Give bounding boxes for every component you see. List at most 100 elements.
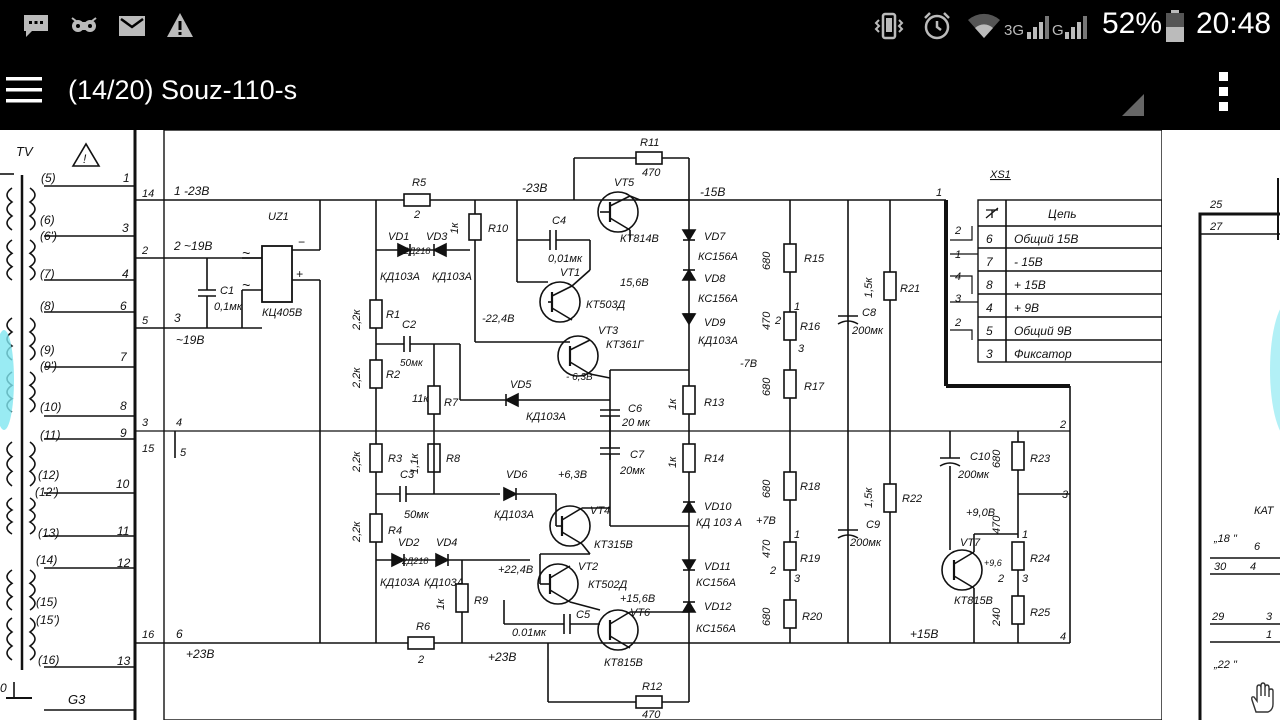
svg-text:КЦ405В: КЦ405В [262,307,302,319]
svg-text:XS1: XS1 [989,169,1011,181]
svg-text:VT2: VT2 [578,561,598,573]
message-icon [24,15,48,37]
svg-text:~19В: ~19В [176,333,204,347]
svg-text:1к: 1к [435,598,447,610]
svg-text:КТ502Д: КТ502Д [588,579,628,591]
svg-text:1,1к: 1,1к [409,453,421,474]
svg-text:2: 2 [413,209,420,221]
svg-text:~: ~ [242,245,250,261]
svg-text:470: 470 [761,311,773,330]
battery-percent: 52% [1102,7,1163,40]
svg-text:R25: R25 [1030,607,1051,619]
svg-text:0: 0 [0,681,7,695]
svg-text:VD4: VD4 [436,537,457,549]
svg-text:~: ~ [242,277,250,293]
svg-text:3: 3 [1266,611,1273,623]
svg-text:КД103А: КД103А [432,271,472,283]
svg-text:C9: C9 [866,519,880,531]
svg-text:-22,4В: -22,4В [482,313,514,325]
svg-text:R23: R23 [1030,453,1051,465]
svg-text:9: 9 [120,426,127,440]
svg-text:1к: 1к [449,222,461,234]
svg-text:VT1: VT1 [560,267,580,279]
winding-coil [28,317,36,361]
svg-text:50мк: 50мк [400,358,424,369]
schematic-viewer[interactable]: TV ! (5) (6) (6') (7) (8) (9) (9') (10) … [0,130,1280,720]
svg-text:5: 5 [986,324,993,338]
svg-text:1: 1 [1266,629,1272,641]
svg-text:470: 470 [642,167,661,179]
hand-cursor-icon [1251,682,1274,713]
svg-text:(6): (6) [40,213,55,227]
primary-coil [6,187,14,231]
svg-text:2,2к: 2,2к [351,451,363,473]
svg-text:C7: C7 [630,449,645,461]
svg-text:2: 2 [1059,419,1066,431]
svg-text:1к: 1к [667,398,679,410]
svg-text:10: 10 [116,477,130,491]
svg-text:R20: R20 [802,611,823,623]
svg-text:R2: R2 [386,369,400,381]
more-vert-icon[interactable] [1212,70,1236,114]
svg-text:КС156А: КС156А [698,293,738,305]
power-supply-schematic: 14 2 5 3 15 16 4 5 1 -23В 2 ~19В 3 ~19В … [135,130,1163,720]
svg-text:R10: R10 [488,223,509,235]
svg-text:470: 470 [642,709,661,720]
svg-text:VD2: VD2 [398,537,419,549]
transformer-panel: TV ! (5) (6) (6') (7) (8) (9) (9') (10) … [0,130,137,720]
connector-xs1: XS1 Цепь 6 Общий 15В 7 - 15В 8 + 15В 4 +… [950,169,1163,363]
svg-text:+15,6В: +15,6В [620,593,655,605]
svg-text:R13: R13 [704,397,725,409]
svg-text:8: 8 [120,399,127,413]
winding-coil [28,371,36,413]
svg-text:R18: R18 [800,481,821,493]
svg-text:Цепь: Цепь [1048,207,1077,221]
winding-coil [28,497,36,535]
svg-text:(15): (15) [36,595,57,609]
svg-text:4: 4 [122,267,129,281]
svg-text:VD9: VD9 [704,317,725,329]
svg-text:+: + [296,267,303,281]
status-bar: 3G G 52% 20:48 [0,0,1280,52]
svg-text:КТ814В: КТ814В [620,233,659,245]
svg-text:2,2к: 2,2к [351,309,363,331]
svg-text:3: 3 [142,417,149,429]
svg-text:+7В: +7В [756,515,776,527]
svg-text:R17: R17 [804,381,825,393]
svg-text:2Д218: 2Д218 [401,556,428,566]
svg-text:VT6: VT6 [630,607,651,619]
svg-text:5: 5 [142,315,149,327]
alarm-icon [924,12,950,40]
svg-text:2: 2 [141,245,148,257]
svg-text:C1: C1 [220,285,234,297]
svg-text:2: 2 [769,565,776,577]
svg-text:КС156А: КС156А [696,577,736,589]
svg-text:1к: 1к [667,456,679,468]
svg-text:1: 1 [123,171,130,185]
svg-text:(6'): (6') [40,229,57,243]
primary-coil [6,497,14,535]
schematic-drawing: TV ! (5) (6) (6') (7) (8) (9) (9') (10) … [0,130,1280,720]
svg-text:Фиксатор: Фиксатор [1014,347,1072,361]
svg-text:15,6В: 15,6В [620,277,649,289]
svg-text:2: 2 [774,315,781,327]
svg-text:1: 1 [794,301,800,313]
svg-text:КТ361Г: КТ361Г [606,339,645,351]
winding-coil [28,569,36,611]
winding-coil [28,441,36,487]
svg-text:3: 3 [1022,573,1029,585]
svg-text:3: 3 [794,573,801,585]
svg-text:20 мк: 20 мк [621,417,651,429]
svg-text:КД103А: КД103А [526,411,566,423]
svg-text:R8: R8 [446,453,461,465]
svg-text:„18 ": „18 " [1213,533,1238,545]
svg-text:КД 103 А: КД 103 А [696,517,742,529]
svg-text:-15В: -15В [700,185,725,199]
svg-text:1: 1 [955,249,961,261]
clock-time: 20:48 [1196,7,1272,40]
svg-text:R22: R22 [902,493,922,505]
svg-text:4: 4 [176,417,182,429]
svg-text:R14: R14 [704,453,724,465]
hamburger-menu-icon[interactable] [4,75,44,105]
svg-text:6: 6 [120,299,127,313]
